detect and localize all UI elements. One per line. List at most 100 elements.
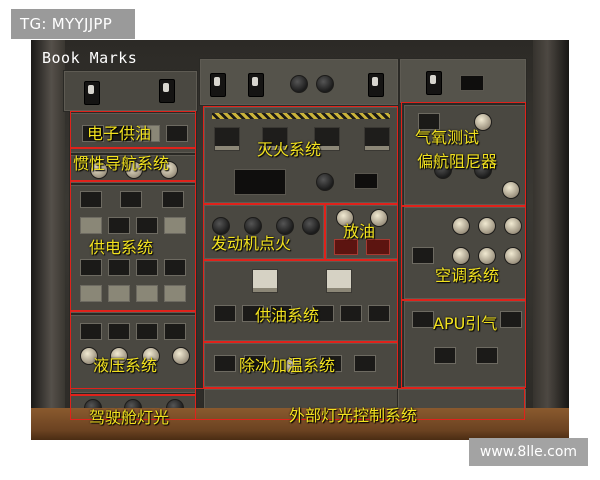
label-anti-ice: 除冰加温系统 (239, 356, 336, 375)
push-button[interactable] (162, 191, 184, 208)
temp-knob[interactable] (504, 217, 522, 235)
push-button[interactable] (434, 347, 456, 364)
yaw-damper-knob[interactable] (502, 181, 520, 199)
push-button[interactable] (500, 311, 522, 328)
toggle-switch[interactable] (84, 81, 100, 105)
label-cockpit-lights: 驾驶舱灯光 (89, 408, 170, 427)
fire-test-knob[interactable] (316, 173, 334, 191)
fire-test-panel (234, 169, 286, 195)
irs-selector-knob[interactable] (90, 161, 108, 179)
push-button[interactable] (164, 217, 186, 234)
fire-handle[interactable] (262, 127, 288, 151)
highlight-apu (401, 300, 526, 388)
push-button[interactable] (80, 217, 102, 234)
push-button[interactable] (108, 323, 130, 340)
start-knob[interactable] (276, 217, 294, 235)
irs-selector-knob[interactable] (125, 161, 143, 179)
status-lamp (460, 75, 484, 91)
label-air-cond: 空调系统 (435, 266, 500, 285)
push-button[interactable] (138, 125, 160, 142)
push-button[interactable] (80, 285, 102, 302)
push-button[interactable] (164, 285, 186, 302)
start-knob[interactable] (212, 217, 230, 235)
push-button[interactable] (108, 259, 130, 276)
push-button[interactable] (164, 259, 186, 276)
irs-selector-knob[interactable] (160, 161, 178, 179)
push-button[interactable] (80, 259, 102, 276)
fuel-pump-button[interactable] (326, 269, 352, 293)
push-button[interactable] (270, 305, 292, 322)
push-button[interactable] (108, 217, 130, 234)
yaw-damper-knob[interactable] (434, 161, 452, 179)
module-left-top (63, 70, 198, 112)
warning-stripe (212, 113, 390, 119)
highlight-fire (203, 106, 398, 204)
push-button[interactable] (354, 355, 376, 372)
status-lamp (354, 173, 378, 189)
push-button[interactable] (136, 259, 158, 276)
push-button[interactable] (320, 355, 342, 372)
watermark: www.8lle.com (469, 438, 588, 466)
toggle-switch[interactable] (248, 73, 264, 97)
hyd-knob[interactable] (172, 347, 190, 365)
highlight-air-cond (401, 206, 526, 300)
module-air-test (403, 104, 527, 206)
temp-knob[interactable] (478, 217, 496, 235)
push-button[interactable] (166, 125, 188, 142)
push-button[interactable] (244, 355, 266, 372)
push-button[interactable] (80, 323, 102, 340)
push-button[interactable] (368, 305, 390, 322)
fuel-pump-button[interactable] (252, 269, 278, 293)
highlight-engine-start (203, 204, 325, 260)
highlight-hydraulic (70, 311, 196, 395)
start-knob[interactable] (244, 217, 262, 235)
push-button[interactable] (164, 323, 186, 340)
audio-knob[interactable] (290, 75, 308, 93)
fire-handle[interactable] (214, 127, 240, 151)
toggle-switch[interactable] (210, 73, 226, 97)
temp-knob[interactable] (478, 247, 496, 265)
push-button[interactable] (82, 125, 104, 142)
push-button[interactable] (412, 247, 434, 264)
push-button[interactable] (136, 285, 158, 302)
push-button[interactable] (120, 191, 142, 208)
push-button[interactable] (476, 347, 498, 364)
hyd-knob[interactable] (80, 347, 98, 365)
module-audio (199, 58, 399, 106)
tag-label: TG: MYYJJPP (11, 9, 135, 39)
heat-knob[interactable] (284, 357, 302, 375)
push-button[interactable] (108, 285, 130, 302)
push-button[interactable] (136, 323, 158, 340)
toggle-switch[interactable] (426, 71, 442, 95)
temp-knob[interactable] (504, 247, 522, 265)
test-knob[interactable] (474, 113, 492, 131)
toggle-switch[interactable] (368, 73, 384, 97)
push-button[interactable] (312, 305, 334, 322)
push-button[interactable] (242, 305, 264, 322)
audio-knob[interactable] (316, 75, 334, 93)
overhead-panel-photo: Book Marks (31, 40, 569, 440)
push-button[interactable] (136, 217, 158, 234)
jettison-knob[interactable] (336, 209, 354, 227)
push-button[interactable] (418, 113, 440, 130)
label-ext-lights: 外部灯光控制系统 (289, 406, 418, 425)
fire-handle[interactable] (364, 127, 390, 151)
push-button[interactable] (214, 355, 236, 372)
fire-handle[interactable] (314, 127, 340, 151)
hyd-knob[interactable] (142, 347, 160, 365)
jettison-knob[interactable] (370, 209, 388, 227)
push-button[interactable] (80, 191, 102, 208)
temp-knob[interactable] (452, 217, 470, 235)
push-button[interactable] (340, 305, 362, 322)
push-button[interactable] (214, 305, 236, 322)
yaw-damper-knob[interactable] (474, 161, 492, 179)
push-button[interactable] (110, 125, 132, 142)
highlight-fuel-jettison (325, 204, 398, 260)
toggle-switch[interactable] (159, 79, 175, 103)
label-air-test: 气氧测试 (415, 128, 480, 147)
module-hydraulic (69, 314, 197, 394)
start-knob[interactable] (302, 217, 320, 235)
temp-knob[interactable] (452, 247, 470, 265)
push-button[interactable] (412, 311, 434, 328)
hyd-knob[interactable] (110, 347, 128, 365)
